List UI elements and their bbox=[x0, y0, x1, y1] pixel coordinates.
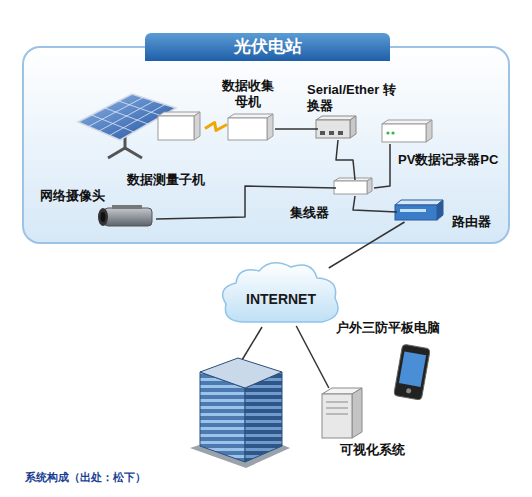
connector-line bbox=[296, 326, 329, 388]
device-label: Serial/Ether 转换器 bbox=[307, 82, 397, 114]
connector-line bbox=[275, 128, 318, 130]
connector bbox=[296, 326, 329, 388]
device-label: PV数据记录器PC bbox=[398, 152, 526, 168]
connector-line bbox=[353, 196, 397, 212]
device-label: 网络摄像头 bbox=[40, 188, 120, 204]
connector-line bbox=[336, 140, 355, 180]
connector bbox=[156, 186, 336, 219]
connector bbox=[205, 123, 227, 131]
connector bbox=[374, 144, 390, 188]
connector-line bbox=[205, 123, 227, 131]
hub-unit bbox=[334, 178, 372, 194]
server-tower bbox=[322, 388, 362, 438]
camera bbox=[98, 205, 152, 226]
connector-line bbox=[374, 144, 390, 188]
connector bbox=[336, 140, 355, 180]
connector bbox=[275, 129, 318, 130]
connector-line bbox=[329, 222, 405, 268]
collector-unit bbox=[228, 114, 273, 140]
device-label: 数据收集母机 bbox=[220, 78, 276, 110]
cloud-label: INTERNET bbox=[225, 291, 337, 307]
panel-heading: 光伏电站 bbox=[145, 33, 390, 61]
building-link bbox=[242, 327, 262, 360]
converter-unit bbox=[316, 116, 356, 138]
connector-line bbox=[156, 186, 336, 219]
device-label: 可视化系统 bbox=[340, 442, 430, 458]
tablet bbox=[394, 344, 431, 400]
connector bbox=[353, 196, 397, 212]
device-label: 路由器 bbox=[452, 214, 502, 230]
figure-caption: 系统构成（出处：松下） bbox=[25, 470, 146, 485]
measure-unit bbox=[158, 112, 200, 140]
internet-cloud bbox=[223, 263, 338, 322]
device-label: 集线器 bbox=[290, 205, 340, 221]
connector bbox=[329, 222, 405, 268]
device-label: 数据测量子机 bbox=[127, 172, 222, 188]
device-label: 户外三防平板电脑 bbox=[336, 320, 466, 336]
office-building bbox=[190, 358, 290, 468]
pc-unit bbox=[382, 120, 432, 142]
router-unit bbox=[395, 200, 443, 220]
